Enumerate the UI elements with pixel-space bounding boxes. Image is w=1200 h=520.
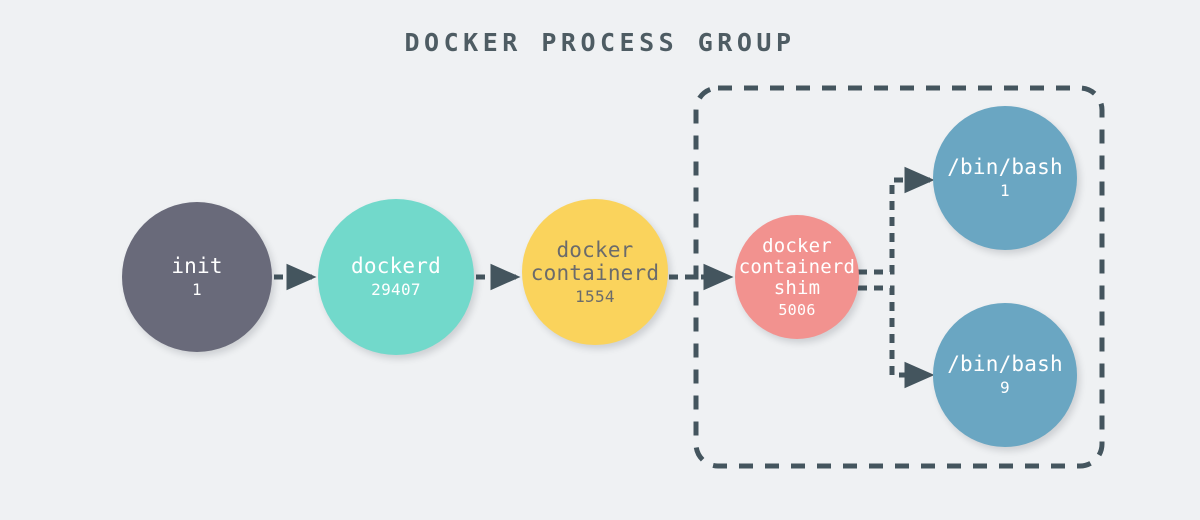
process-node-docker-containerd-shim[interactable]: docker containerd shim 5006 bbox=[735, 215, 859, 339]
process-pid: 1 bbox=[192, 279, 202, 299]
process-label: docker containerd shim bbox=[738, 234, 856, 300]
process-pid: 1 bbox=[1000, 180, 1010, 200]
process-pid: 29407 bbox=[371, 279, 421, 299]
process-label: /bin/bash bbox=[947, 352, 1063, 377]
process-node-bin-bash-9[interactable]: /bin/bash 9 bbox=[933, 303, 1077, 447]
process-node-docker-containerd[interactable]: docker containerd 1554 bbox=[522, 199, 668, 345]
process-node-init[interactable]: init 1 bbox=[122, 202, 272, 352]
process-label: init bbox=[171, 254, 223, 279]
diagram-title: DOCKER PROCESS GROUP bbox=[404, 28, 796, 57]
process-label: docker containerd bbox=[530, 237, 660, 286]
process-pid: 5006 bbox=[778, 300, 816, 319]
process-label: dockerd bbox=[351, 254, 441, 279]
docker-container-group-box bbox=[693, 85, 1105, 469]
process-node-dockerd[interactable]: dockerd 29407 bbox=[318, 199, 474, 355]
process-node-bin-bash-1[interactable]: /bin/bash 1 bbox=[933, 106, 1077, 250]
process-pid: 1554 bbox=[575, 286, 615, 306]
edge-shim-to-bash-9 bbox=[858, 285, 935, 389]
process-label: /bin/bash bbox=[947, 155, 1063, 180]
edge-shim-to-bash-1 bbox=[858, 166, 935, 275]
process-pid: 9 bbox=[1000, 377, 1010, 397]
